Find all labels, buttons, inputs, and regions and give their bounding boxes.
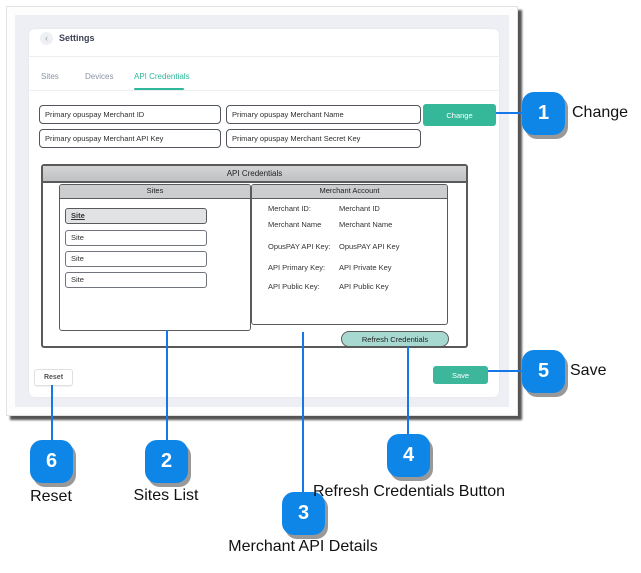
connector-line-sites-list	[166, 330, 168, 440]
tab-devices[interactable]: Devices	[85, 72, 114, 81]
back-icon[interactable]: ‹	[40, 32, 53, 45]
merchant-detail-row: API Public Key: API Public Key	[252, 282, 447, 292]
settings-card: ‹ Settings Sites Devices API Credentials…	[29, 29, 499, 397]
merchant-name-input[interactable]	[226, 105, 421, 124]
connector-line-save	[488, 370, 522, 372]
sites-list: Sites Site Site Site Site	[59, 184, 251, 331]
tab-sites[interactable]: Sites	[41, 72, 59, 81]
callout-label-change: Change	[572, 104, 629, 121]
connector-line-change	[496, 112, 522, 114]
sites-list-title: Sites	[60, 185, 250, 199]
merchant-account-panel: Merchant Account Merchant ID: Merchant I…	[251, 184, 448, 325]
callout-label-reset: Reset	[30, 488, 72, 505]
merchant-name-value: Merchant Name	[339, 220, 393, 229]
reset-button[interactable]: Reset	[34, 369, 73, 386]
connector-line-reset	[51, 385, 53, 440]
change-button[interactable]: Change	[423, 104, 496, 126]
api-primary-key-label: API Primary Key:	[268, 263, 326, 272]
save-button[interactable]: Save	[433, 366, 488, 384]
refresh-credentials-button[interactable]: Refresh Credentials	[341, 331, 449, 347]
callout-label-save: Save	[570, 362, 607, 379]
page-title: Settings	[59, 33, 95, 43]
merchant-api-key-input[interactable]	[39, 129, 221, 148]
callout-badge-2: 2	[145, 440, 188, 483]
api-public-key-label: API Public Key:	[268, 282, 320, 291]
site-list-item[interactable]: Site	[65, 230, 207, 246]
tab-api-credentials[interactable]: API Credentials	[134, 72, 190, 81]
callout-label-merchant-api-details: Merchant API Details	[228, 538, 378, 555]
api-credentials-box: API Credentials Sites Site Site Site Sit…	[41, 164, 468, 348]
screenshot-frame: ‹ Settings Sites Devices API Credentials…	[6, 6, 518, 416]
opuspay-api-key-value: OpusPAY API Key	[339, 242, 400, 251]
merchant-detail-row: API Primary Key: API Private Key	[252, 263, 447, 273]
merchant-id-input[interactable]	[39, 105, 221, 124]
merchant-name-label: Merchant Name	[268, 220, 322, 229]
callout-label-sites-list: Sites List	[133, 487, 199, 504]
site-list-item[interactable]: Site	[65, 272, 207, 288]
tabs-divider	[29, 90, 499, 91]
merchant-detail-row: OpusPAY API Key: OpusPAY API Key	[252, 242, 447, 252]
merchant-id-value: Merchant ID	[339, 204, 380, 213]
callout-badge-6: 6	[30, 440, 73, 483]
merchant-account-title: Merchant Account	[252, 185, 447, 199]
app-background: ‹ Settings Sites Devices API Credentials…	[15, 15, 509, 407]
connector-line-merchant-details	[302, 332, 304, 492]
site-list-item[interactable]: Site	[65, 208, 207, 224]
merchant-detail-row: Merchant Name Merchant Name	[252, 220, 447, 230]
merchant-secret-key-input[interactable]	[226, 129, 421, 148]
api-primary-key-value: API Private Key	[339, 263, 392, 272]
callout-badge-1: 1	[522, 92, 565, 135]
api-credentials-box-title: API Credentials	[43, 166, 466, 183]
callout-badge-5: 5	[522, 350, 565, 393]
opuspay-api-key-label: OpusPAY API Key:	[268, 242, 331, 251]
connector-line-refresh	[407, 346, 409, 434]
merchant-detail-row: Merchant ID: Merchant ID	[252, 204, 447, 214]
callout-badge-4: 4	[387, 434, 430, 477]
callout-label-refresh-credentials: Refresh Credentials Button	[312, 483, 506, 500]
merchant-id-label: Merchant ID:	[268, 204, 311, 213]
active-tab-underline	[134, 88, 184, 90]
api-public-key-value: API Public Key	[339, 282, 389, 291]
header-divider	[29, 56, 499, 57]
site-list-item[interactable]: Site	[65, 251, 207, 267]
callout-badge-3: 3	[282, 492, 325, 535]
